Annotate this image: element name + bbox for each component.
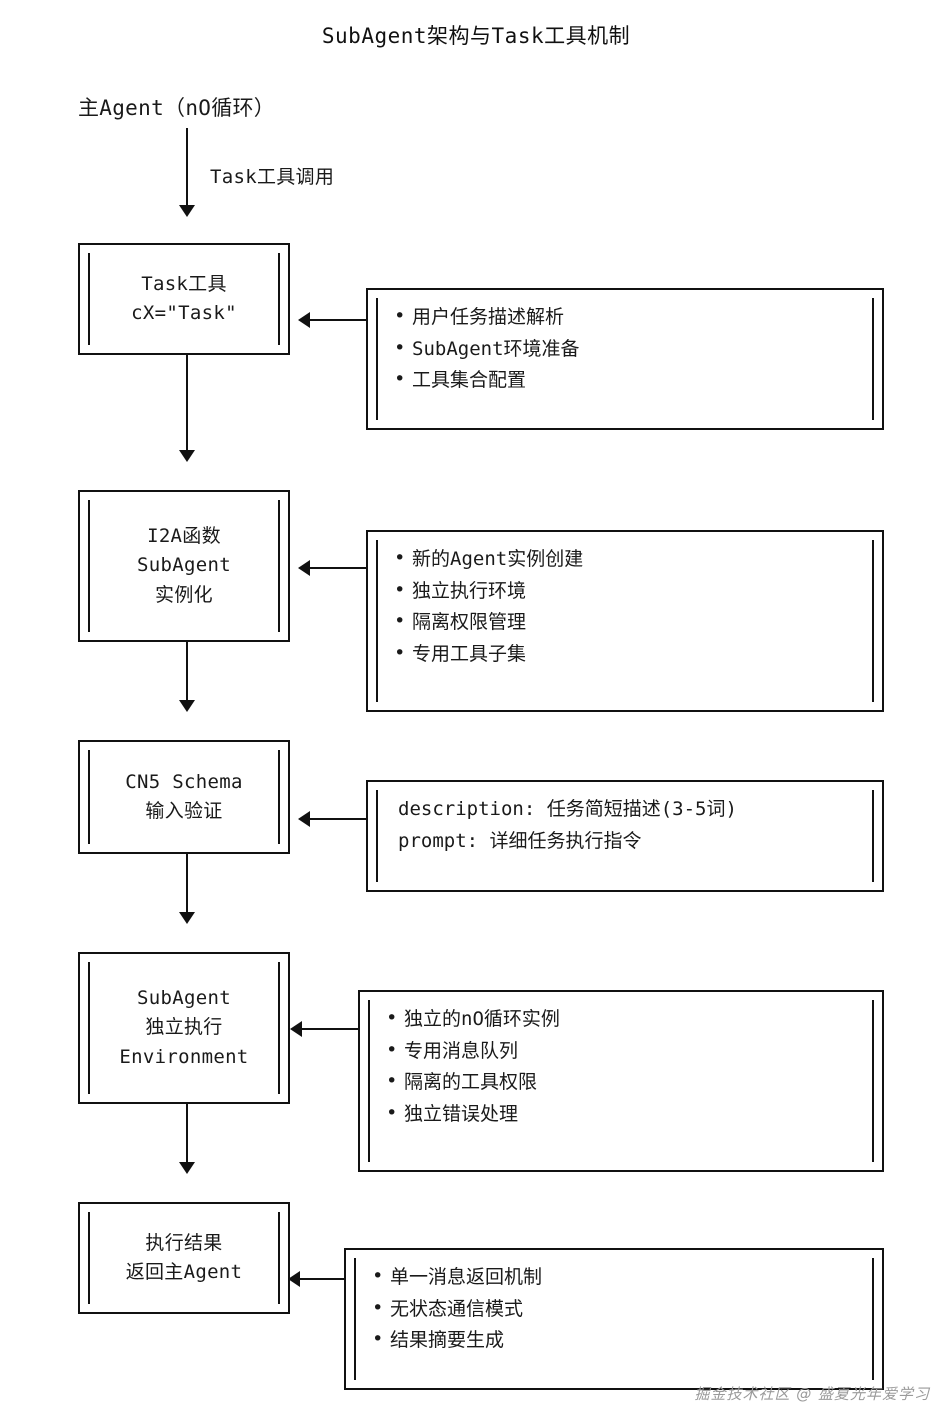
arrow-step4-to-step5 xyxy=(179,1162,195,1174)
connector-step1-to-step2 xyxy=(186,355,188,453)
arrow-panel3-to-node3 xyxy=(298,811,310,827)
detail-item: 单一消息返回机制 xyxy=(368,1262,864,1292)
node-i2a-line-2: 实例化 xyxy=(155,583,213,606)
node-i2a-subagent[interactable]: I2A函数 SubAgent 实例化 xyxy=(78,490,290,642)
panel-task-tool-details: 用户任务描述解析 SubAgent环境准备 工具集合配置 xyxy=(366,288,884,430)
node-result-return-line-1: 返回主Agent xyxy=(125,1261,243,1283)
detail-item: prompt: 详细任务执行指令 xyxy=(398,829,642,852)
node-result-return-line-0: 执行结果 xyxy=(145,1231,223,1254)
panel-result-return-details: 单一消息返回机制 无状态通信模式 结果摘要生成 xyxy=(344,1248,884,1390)
connector-step3-to-step4 xyxy=(186,854,188,916)
connector-panel4-to-node4 xyxy=(302,1028,360,1030)
node-cn5-schema[interactable]: CN5 Schema 输入验证 xyxy=(78,740,290,854)
detail-item: 隔离的工具权限 xyxy=(382,1067,864,1097)
detail-item: 专用消息队列 xyxy=(382,1036,864,1066)
connector-step2-to-step3 xyxy=(186,642,188,704)
detail-item: 专用工具子集 xyxy=(390,639,864,669)
detail-item: 独立错误处理 xyxy=(382,1099,864,1129)
watermark: 掘金技术社区 @ 盛夏光年爱学习 xyxy=(694,1385,930,1403)
root-node-label: 主Agent（nO循环） xyxy=(78,96,276,120)
arrow-panel5-to-node5 xyxy=(288,1271,300,1287)
node-cn5-line-0: CN5 Schema xyxy=(125,770,243,793)
panel-subagent-exec-details: 独立的nO循环实例 专用消息队列 隔离的工具权限 独立错误处理 xyxy=(358,990,884,1172)
connector-panel3-to-node3 xyxy=(310,818,368,820)
node-subagent-exec-line-0: SubAgent xyxy=(137,986,231,1009)
panel-i2a-details: 新的Agent实例创建 独立执行环境 隔离权限管理 专用工具子集 xyxy=(366,530,884,712)
arrow-panel1-to-node1 xyxy=(298,312,310,328)
arrow-step3-to-step4 xyxy=(179,912,195,924)
node-i2a-line-1: SubAgent xyxy=(137,554,231,577)
node-subagent-exec-line-1: 独立执行 xyxy=(145,1016,223,1039)
node-task-tool-line-0: Task工具 xyxy=(141,272,227,295)
node-subagent-exec-line-2: Environment xyxy=(119,1045,249,1068)
detail-item: description: 任务简短描述(3-5词) xyxy=(398,798,737,820)
detail-item: 独立执行环境 xyxy=(390,576,864,606)
detail-item: SubAgent环境准备 xyxy=(390,334,864,364)
node-i2a-line-0: I2A函数 xyxy=(147,524,221,547)
connector-panel2-to-node2 xyxy=(310,567,368,569)
detail-item: 结果摘要生成 xyxy=(368,1325,864,1355)
connector-step4-to-step5 xyxy=(186,1104,188,1166)
root-edge-label: Task工具调用 xyxy=(210,166,335,188)
arrow-panel2-to-node2 xyxy=(298,560,310,576)
connector-panel1-to-node1 xyxy=(310,319,368,321)
detail-item: 新的Agent实例创建 xyxy=(390,544,864,574)
detail-item: 用户任务描述解析 xyxy=(390,302,864,332)
node-cn5-line-1: 输入验证 xyxy=(145,800,223,822)
arrow-step2-to-step3 xyxy=(179,700,195,712)
node-task-tool[interactable]: Task工具 cX="Task" xyxy=(78,243,290,355)
node-result-return[interactable]: 执行结果 返回主Agent xyxy=(78,1202,290,1314)
detail-item: 工具集合配置 xyxy=(390,365,864,395)
arrow-root-to-step1 xyxy=(179,205,195,217)
arrow-step1-to-step2 xyxy=(179,450,195,462)
detail-item: 无状态通信模式 xyxy=(368,1294,864,1324)
arrow-panel4-to-node4 xyxy=(290,1021,302,1037)
connector-root-to-step1 xyxy=(186,128,188,208)
detail-item: 隔离权限管理 xyxy=(390,607,864,637)
diagram-title: SubAgent架构与Task工具机制 xyxy=(321,24,631,48)
connector-panel5-to-node5 xyxy=(300,1278,346,1280)
panel-cn5-details: description: 任务简短描述(3-5词) prompt: 详细任务执行… xyxy=(366,780,884,892)
node-subagent-exec[interactable]: SubAgent 独立执行 Environment xyxy=(78,952,290,1104)
node-task-tool-line-1: cX="Task" xyxy=(131,302,237,324)
detail-item: 独立的nO循环实例 xyxy=(382,1004,864,1034)
